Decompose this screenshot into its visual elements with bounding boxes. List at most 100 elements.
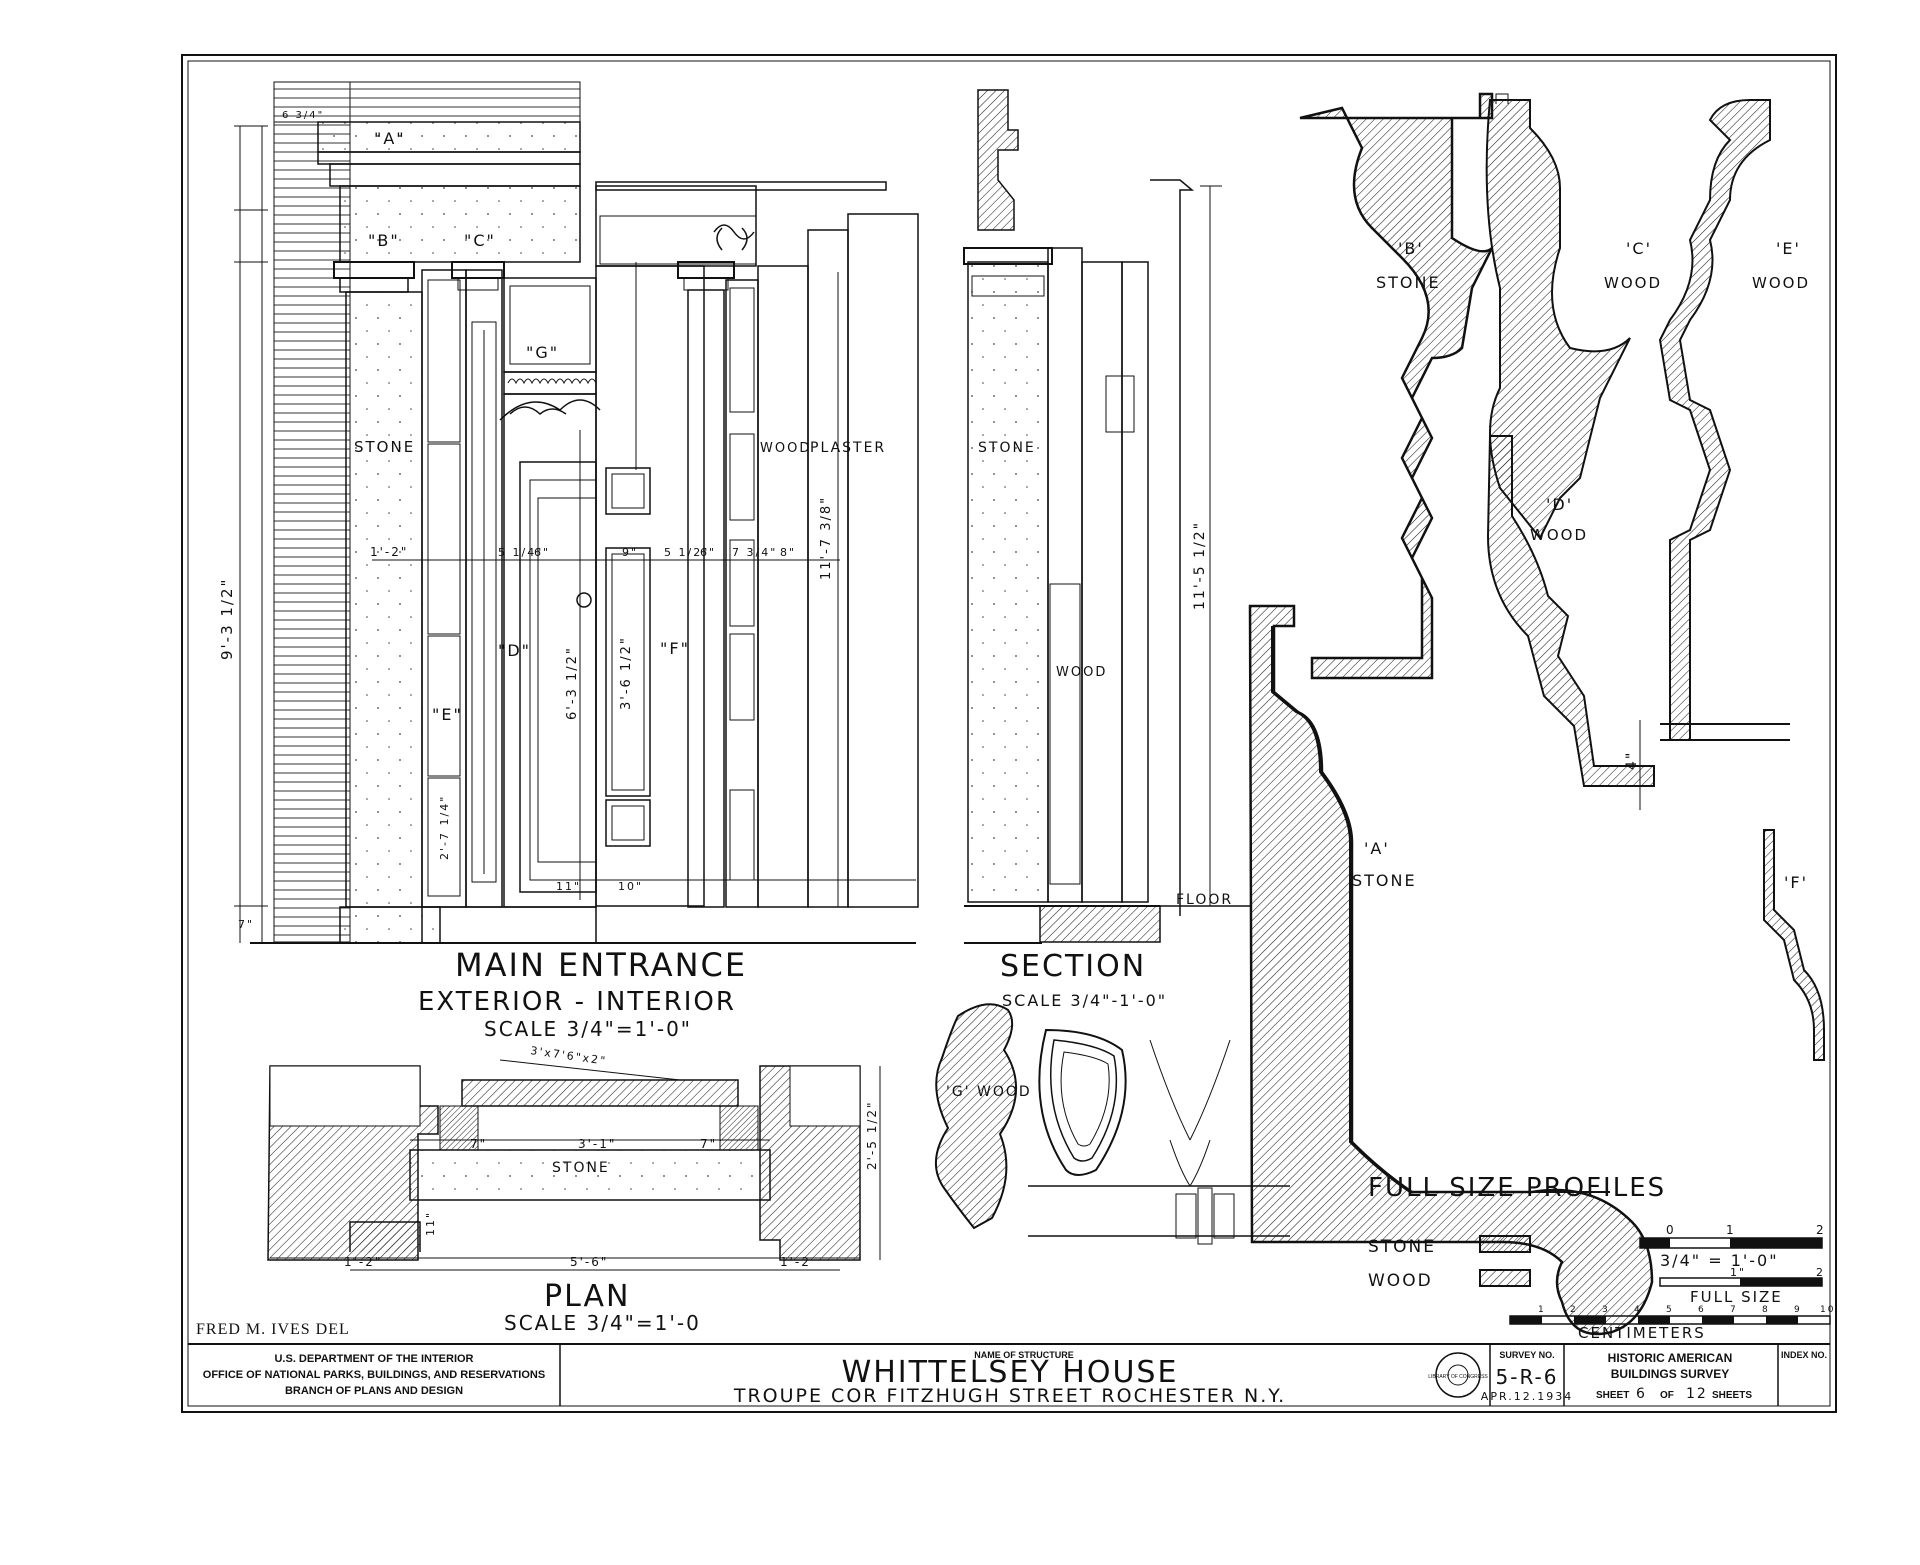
dept-line-3: BRANCH OF PLANS AND DESIGN <box>285 1385 463 1397</box>
plan-dim-depth: 2'-5 1/2" <box>865 1100 879 1170</box>
outer-border <box>181 54 1837 1413</box>
plan-dim-side-right: 1'-2 <box>780 1255 811 1269</box>
scale3-tick-2: 2 <box>1570 1305 1578 1315</box>
scale3-tick-8: 8 <box>1762 1305 1770 1315</box>
dim-d7: 8" <box>780 546 796 559</box>
dim-opening-height: 11'-7 3/8" <box>819 496 834 580</box>
index-heading: INDEX NO. <box>1781 1350 1827 1360</box>
sheet-suffix: SHEETS <box>1712 1390 1752 1401</box>
dim-d2: 6" <box>534 546 550 559</box>
elevation-label-plaster: PLASTER <box>810 440 886 456</box>
main-entrance-subtitle: EXTERIOR - INTERIOR <box>418 987 736 1017</box>
scale3-tick-9: 9 <box>1794 1305 1802 1315</box>
survey-heading: SURVEY NO. <box>1499 1350 1554 1360</box>
structure-name: WHITTELSEY HOUSE <box>842 1355 1179 1390</box>
scale3-tick-7: 7 <box>1730 1305 1738 1315</box>
profile-c-label: 'C' <box>1626 239 1652 258</box>
dim-d1: 5 1/4" <box>498 546 543 559</box>
scale1-tick-2: 2 <box>1816 1223 1826 1237</box>
dim-left-width: 1'-2" <box>370 545 408 559</box>
plan-title: PLAN <box>544 1279 630 1314</box>
structure-address: TROUPE COR FITZHUGH STREET ROCHESTER N.Y… <box>733 1385 1286 1407</box>
dim-base2: 10" <box>618 880 643 893</box>
delineator: FRED M. IVES DEL <box>196 1321 350 1338</box>
scale2-tick-1: 1" <box>1730 1266 1746 1279</box>
profile-g-label: 'G' WOOD <box>946 1084 1032 1100</box>
callout-b: "B" <box>368 231 400 250</box>
profile-e-label: 'E' <box>1776 239 1801 258</box>
plan-drawing <box>267 1059 881 1271</box>
callout-f: "F" <box>660 639 690 658</box>
plan-scale: SCALE 3/4"=1'-0 <box>504 1311 701 1335</box>
dim-d4: 5 1/2" <box>664 546 709 559</box>
section-label-stone: STONE <box>978 440 1036 456</box>
dim-sidelight: 2'-7 1/4" <box>438 795 451 860</box>
dim-door-height: 6'-3 1/2" <box>565 646 580 720</box>
dim-panel-height: 3'-6 1/2" <box>619 636 634 710</box>
callout-a: "A" <box>374 129 406 148</box>
plan-dim-side-left: 1'-2" <box>344 1255 382 1269</box>
sheet-of: OF <box>1660 1390 1674 1401</box>
profile-e-material: WOOD <box>1752 274 1810 292</box>
scale1-tick-0: 0 <box>1666 1223 1676 1237</box>
plan-dim-jamb-left: 7" <box>470 1137 487 1151</box>
elevation-label-wood: WOOD <box>760 441 811 456</box>
legend <box>1479 1235 1531 1287</box>
scale3-tick-4: 4 <box>1634 1305 1642 1315</box>
dept-line-1: U.S. DEPARTMENT OF THE INTERIOR <box>274 1353 473 1365</box>
sheet-number: 6 <box>1636 1386 1647 1402</box>
habs-line-1: HISTORIC AMERICAN <box>1608 1351 1733 1365</box>
callout-g: "G" <box>526 343 559 362</box>
profile-g-drawing <box>934 1003 1290 1245</box>
scale3-tick-5: 5 <box>1666 1305 1674 1315</box>
section-label-floor: FLOOR <box>1176 892 1233 908</box>
legend-wood: WOOD <box>1368 1271 1433 1291</box>
scale1-label: 3/4" = 1'-0" <box>1660 1251 1779 1270</box>
main-entrance-elevation <box>234 81 919 944</box>
section-drawing <box>963 89 1250 944</box>
dim-top-offset: 6 3/4" <box>282 110 324 121</box>
dim-d6: 7 3/4" <box>732 546 777 559</box>
section-scale: SCALE 3/4"-1'-0" <box>1002 991 1167 1010</box>
profile-dim-4: 4" <box>1624 751 1640 770</box>
title-block <box>188 1343 1830 1406</box>
name-heading: NAME OF STRUCTURE <box>974 1350 1074 1360</box>
scale1-tick-1: 1 <box>1726 1223 1736 1237</box>
profile-b-label: 'B' <box>1398 239 1424 258</box>
elevation-label-stone: STONE <box>354 438 415 456</box>
profile-a-material: STONE <box>1352 871 1417 890</box>
profiles-title: FULL SIZE PROFILES <box>1368 1173 1666 1203</box>
dim-overall-height: 9'-3 1/2" <box>218 578 236 660</box>
dim-d3: 9" <box>622 546 638 559</box>
profile-b-material: STONE <box>1376 273 1441 292</box>
survey-number: 5-R-6 <box>1496 1365 1559 1389</box>
plan-label-stone: STONE <box>552 1160 610 1176</box>
profile-c-material: WOOD <box>1604 274 1662 292</box>
dept-line-2: OFFICE OF NATIONAL PARKS, BUILDINGS, AND… <box>203 1369 545 1381</box>
section-title: SECTION <box>1000 949 1146 984</box>
dim-base: 11" <box>556 880 581 893</box>
scale3-label: CENTIMETERS <box>1578 1324 1706 1342</box>
main-entrance-title: MAIN ENTRANCE <box>455 946 747 984</box>
graphic-scales <box>1509 1237 1831 1325</box>
section-height: 11'-5 1/2" <box>1192 521 1208 610</box>
habs-line-2: BUILDINGS SURVEY <box>1611 1367 1729 1381</box>
scale3-tick-1: 1 <box>1538 1305 1546 1315</box>
plan-dim-center: 3'-1" <box>578 1137 616 1151</box>
dim-d5: 6" <box>700 546 716 559</box>
sheet-prefix: SHEET <box>1596 1390 1629 1401</box>
profile-d-material: WOOD <box>1530 526 1588 544</box>
library-stamp: LIBRARY OF CONGRESS <box>1428 1374 1488 1380</box>
plan-dim-jamb-right: 7" <box>700 1137 717 1151</box>
profile-d-label: 'D' <box>1546 495 1573 514</box>
callout-e: "E" <box>432 705 463 724</box>
scale3-tick-3: 3 <box>1602 1305 1610 1315</box>
plan-dim-threshold: 11" <box>424 1211 437 1236</box>
main-entrance-scale: SCALE 3/4"=1'-0" <box>484 1017 692 1041</box>
survey-date: APR.12.1934 <box>1481 1390 1573 1403</box>
profile-a-label: 'A' <box>1364 839 1390 858</box>
scale2-label: FULL SIZE <box>1690 1288 1783 1306</box>
callout-c: "C" <box>464 231 496 250</box>
legend-stone: STONE <box>1368 1237 1436 1257</box>
